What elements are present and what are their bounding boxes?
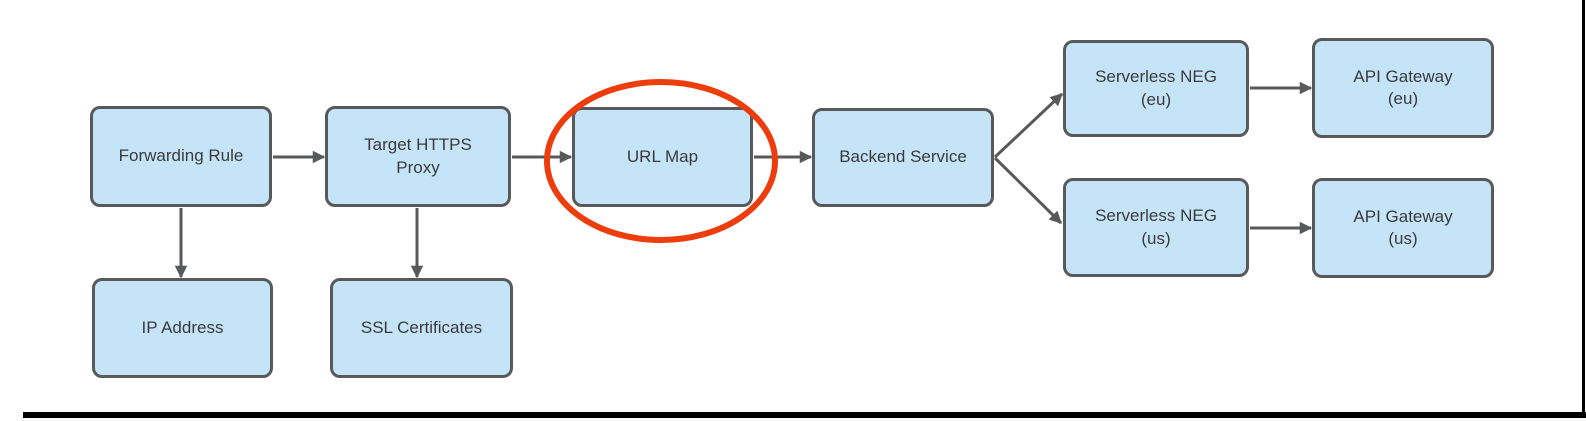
node-ip-address: IP Address <box>92 278 273 378</box>
edge-backend-service-to-serverless-neg-us <box>993 156 1063 225</box>
node-serverless-neg-us-label: Serverless NEG (us) <box>1095 206 1217 248</box>
node-api-gateway-us: API Gateway (us) <box>1312 178 1494 278</box>
node-backend-service: Backend Service <box>812 108 994 207</box>
node-api-gateway-eu-label: API Gateway (eu) <box>1353 66 1453 108</box>
node-serverless-neg-us: Serverless NEG (us) <box>1063 178 1249 277</box>
node-forwarding-rule-label: Forwarding Rule <box>118 146 244 166</box>
node-url-map-label: URL Map <box>626 146 699 166</box>
node-api-gateway-eu: API Gateway (eu) <box>1312 38 1494 138</box>
node-forwarding-rule: Forwarding Rule <box>90 106 272 207</box>
node-api-gateway-us-label: API Gateway (us) <box>1353 206 1453 248</box>
node-target-https-proxy: Target HTTPS Proxy <box>325 106 511 207</box>
node-serverless-neg-eu: Serverless NEG (eu) <box>1063 40 1249 137</box>
edge-backend-service-to-serverless-neg-eu <box>993 92 1064 159</box>
frame-right-edge <box>1582 0 1585 418</box>
node-ssl-certificates-label: SSL Certificates <box>360 317 483 337</box>
node-serverless-neg-eu-label: Serverless NEG (eu) <box>1095 67 1217 109</box>
node-ssl-certificates: SSL Certificates <box>330 278 513 378</box>
node-target-https-proxy-label: Target HTTPS Proxy <box>364 135 472 177</box>
node-backend-service-label: Backend Service <box>839 147 967 167</box>
node-url-map: URL Map <box>572 107 753 207</box>
frame-bottom-edge <box>23 412 1586 418</box>
node-ip-address-label: IP Address <box>141 317 224 337</box>
